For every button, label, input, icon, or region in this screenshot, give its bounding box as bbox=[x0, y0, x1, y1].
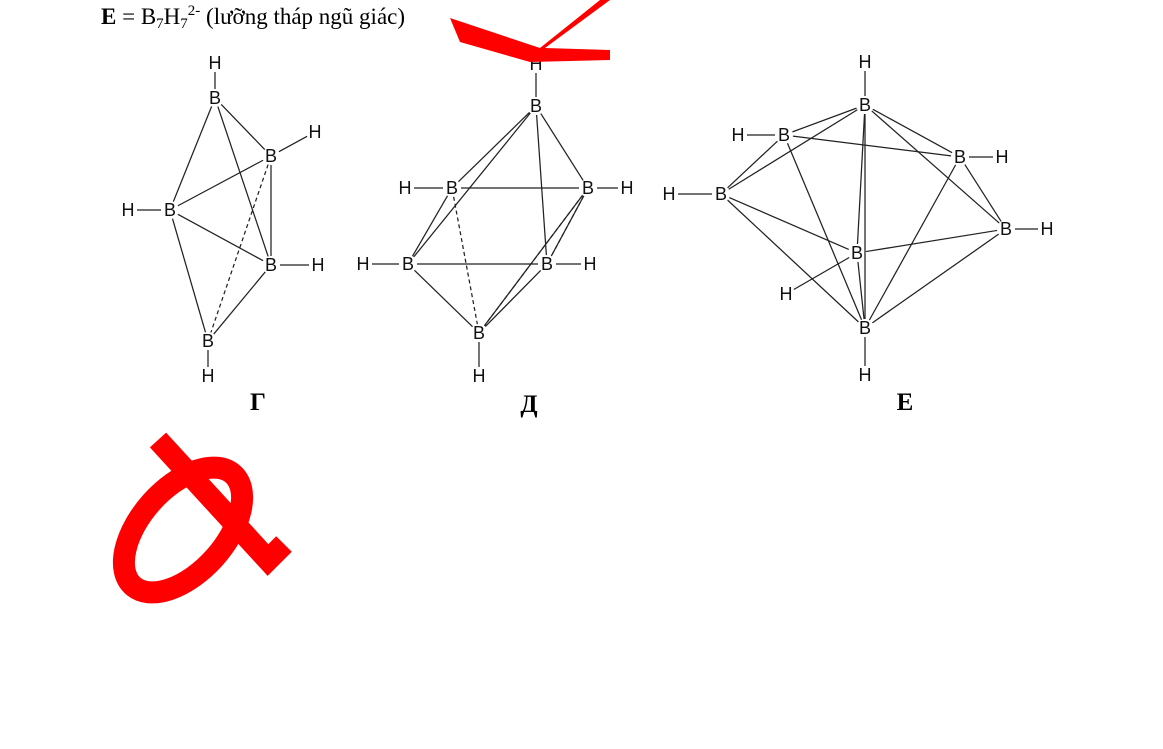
watermark-letter-l bbox=[149, 432, 292, 576]
atom-d-fr: B bbox=[541, 254, 553, 274]
charge: 2- bbox=[187, 3, 201, 19]
bond-d-t-br bbox=[540, 113, 584, 181]
bond-e-f-hf bbox=[793, 256, 850, 291]
bond-layer bbox=[137, 71, 1038, 367]
bond-g-b2-h2 bbox=[278, 135, 308, 153]
caption-d: Д bbox=[520, 391, 537, 418]
bond-e-top-bl bbox=[792, 107, 857, 133]
formula-hydrogen: H bbox=[163, 4, 181, 29]
atom-e-f: B bbox=[851, 243, 863, 263]
atom-e-top: B bbox=[859, 95, 871, 115]
bond-g-b3-b4 bbox=[177, 213, 264, 262]
atom-d-t: B bbox=[530, 96, 542, 116]
watermark-letter-o bbox=[112, 456, 254, 604]
bond-e-bot-r bbox=[872, 233, 999, 324]
atom-g-b3: B bbox=[164, 200, 176, 220]
atom-e-bot: B bbox=[859, 318, 871, 338]
formula-line: E = B7H72- (lưỡng tháp ngũ giác) bbox=[101, 2, 405, 32]
atom-g-b4: B bbox=[265, 255, 277, 275]
atom-d-hfl: H bbox=[357, 254, 370, 274]
boron-count: 7 bbox=[156, 16, 164, 32]
bond-e-bot-br bbox=[868, 164, 957, 321]
bond-e-bot-l bbox=[727, 199, 859, 323]
atom-g-b5: B bbox=[202, 331, 214, 351]
bond-e-top-br bbox=[872, 108, 953, 154]
watermark-letter-m bbox=[450, 0, 610, 62]
atom-g-h1: H bbox=[209, 53, 222, 73]
bond-e-bl-br bbox=[792, 135, 952, 157]
watermark-logo bbox=[112, 0, 610, 604]
bond-e-top-f bbox=[856, 113, 866, 245]
atom-d-hbr: H bbox=[621, 178, 634, 198]
atom-g-b2: B bbox=[265, 146, 277, 166]
hydrogen-count: 7 bbox=[180, 16, 188, 32]
dashed-bond-d-bl-bo bbox=[453, 196, 478, 325]
formula-equals: = B bbox=[116, 4, 157, 29]
atom-d-hfr: H bbox=[584, 254, 597, 274]
atom-e-hbot: H bbox=[859, 365, 872, 385]
caption-e: E bbox=[897, 389, 914, 416]
bond-g-b1-b2 bbox=[220, 104, 266, 150]
shape-description: (lưỡng tháp ngũ giác) bbox=[200, 4, 406, 29]
atom-d-bl: B bbox=[446, 178, 458, 198]
atom-d-fl: B bbox=[402, 254, 414, 274]
atom-e-br: B bbox=[954, 147, 966, 167]
atom-e-bl: B bbox=[778, 125, 790, 145]
dashed-bond-d-br-bo bbox=[483, 194, 584, 327]
structure-label: E bbox=[101, 4, 117, 29]
atom-e-l: B bbox=[715, 184, 727, 204]
bond-d-fl-bo bbox=[414, 269, 473, 328]
atom-g-b1: B bbox=[209, 88, 221, 108]
bond-e-bot-f bbox=[857, 261, 865, 320]
atom-g-h4: H bbox=[312, 255, 325, 275]
dashed-bond-g-b2-b5 bbox=[210, 164, 269, 333]
atom-d-hbl: H bbox=[399, 178, 412, 198]
atom-d-hbo: H bbox=[473, 366, 486, 386]
bond-g-b1-b3 bbox=[172, 106, 213, 202]
bond-d-bl-fl bbox=[411, 195, 449, 257]
atom-e-hbl: H bbox=[732, 125, 745, 145]
bond-d-t-fr bbox=[536, 114, 547, 256]
atom-e-hbr: H bbox=[996, 147, 1009, 167]
bond-e-top-r bbox=[871, 110, 1000, 224]
bond-g-b4-b5 bbox=[213, 271, 266, 335]
atom-g-h5: H bbox=[202, 366, 215, 386]
bond-g-b1-b4 bbox=[217, 106, 269, 257]
bond-e-r-f bbox=[865, 229, 998, 253]
atom-e-htop: H bbox=[859, 52, 872, 72]
atom-e-hl: H bbox=[663, 184, 676, 204]
bond-d-t-fl bbox=[413, 112, 531, 258]
bond-e-l-bl bbox=[727, 140, 778, 189]
bond-d-fr-bo bbox=[484, 269, 542, 328]
bond-e-bot-bl bbox=[786, 143, 863, 320]
atom-e-r: B bbox=[1000, 219, 1012, 239]
atom-g-h3: H bbox=[122, 200, 135, 220]
bond-g-b3-b2 bbox=[177, 159, 264, 207]
bond-e-top-l bbox=[728, 109, 858, 190]
bond-e-br-r bbox=[964, 164, 1002, 222]
bond-e-f-l bbox=[729, 197, 849, 250]
atom-e-hr: H bbox=[1041, 219, 1054, 239]
bond-d-t-bl bbox=[458, 111, 530, 183]
atom-d-br: B bbox=[582, 178, 594, 198]
atom-e-hf: H bbox=[780, 284, 793, 304]
atom-d-bo: B bbox=[473, 323, 485, 343]
dashed-bond-d-br-fr bbox=[550, 195, 585, 257]
caption-g: Г bbox=[250, 389, 266, 416]
atom-g-h2: H bbox=[309, 122, 322, 142]
bond-g-b3-b5 bbox=[171, 218, 207, 333]
